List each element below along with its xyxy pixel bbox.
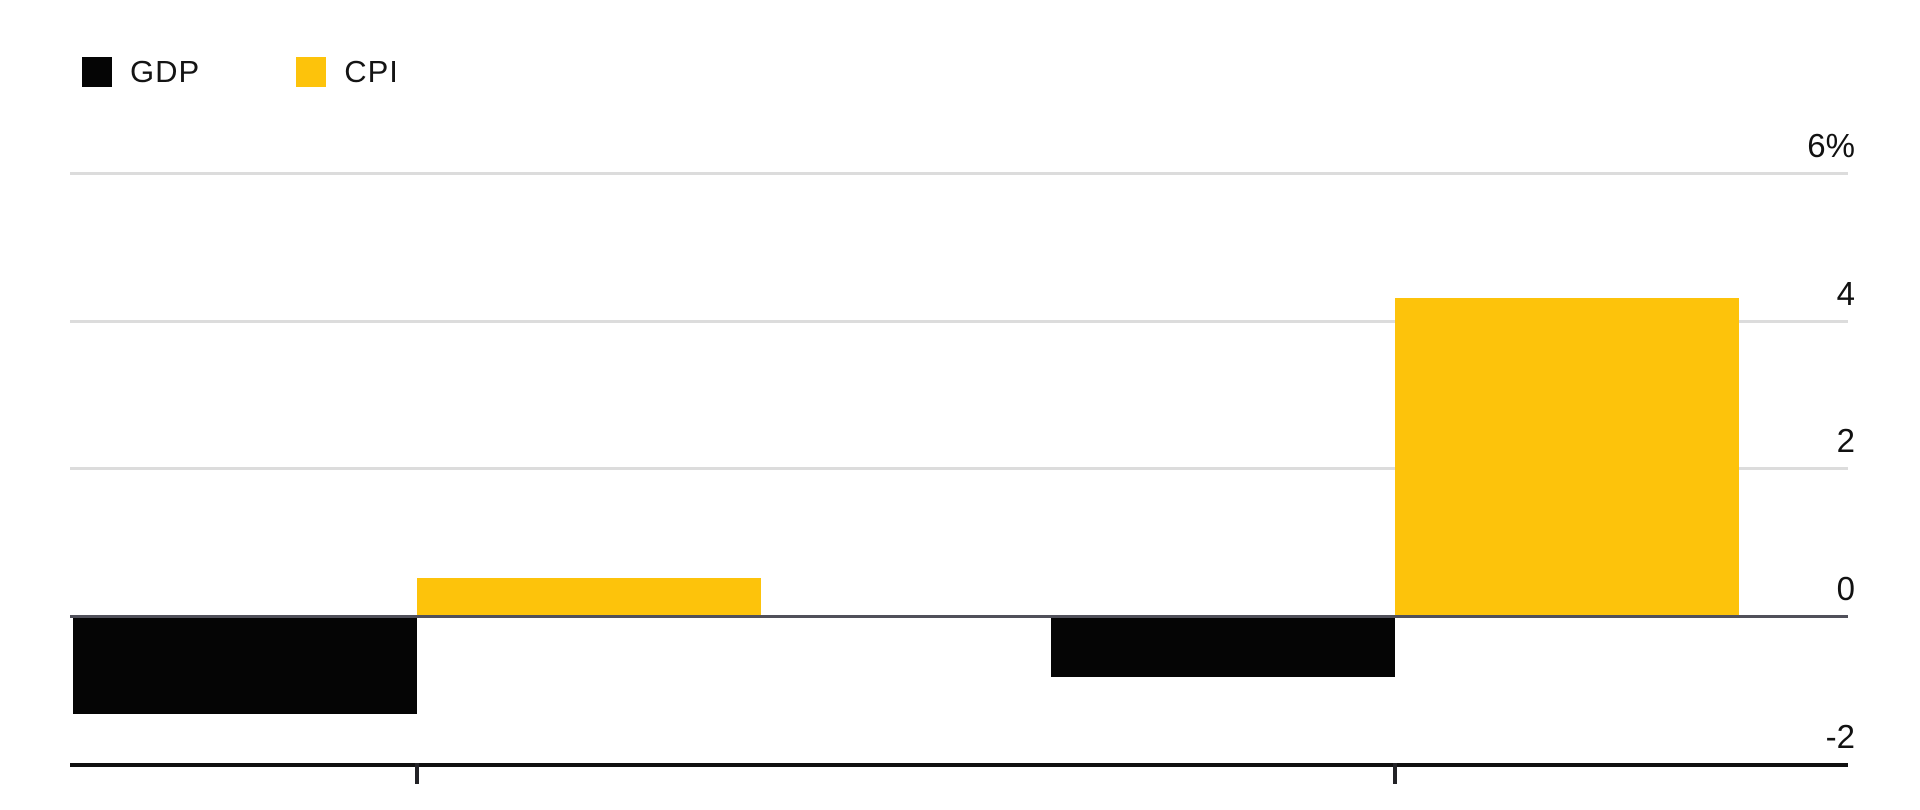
x-axis-tick (415, 763, 419, 784)
y-axis-tick-label: 2 (1836, 422, 1855, 459)
gdp-legend-label: GDP (130, 54, 201, 89)
cpi-legend-label: CPI (344, 54, 399, 89)
legend: GDP CPI (82, 54, 399, 89)
bar-gdp-group1 (73, 618, 417, 714)
y-axis-tick-label: 4 (1836, 275, 1855, 312)
x-axis-tick (1393, 763, 1397, 784)
bar-cpi-group1 (417, 578, 761, 615)
gridline (70, 320, 1848, 323)
bar-gdp-group2 (1051, 618, 1395, 677)
legend-item-gdp: GDP (82, 54, 201, 89)
x-axis-line (70, 763, 1848, 767)
gdp-legend-swatch-icon (82, 57, 112, 87)
bar-cpi-group2 (1395, 298, 1739, 615)
gridline (70, 172, 1848, 175)
zero-baseline (70, 615, 1848, 618)
legend-item-cpi: CPI (296, 54, 399, 89)
gridline (70, 467, 1848, 470)
y-axis-tick-label: 0 (1836, 570, 1855, 607)
cpi-legend-swatch-icon (296, 57, 327, 87)
y-axis-tick-label: -2 (1825, 718, 1855, 755)
y-axis-tick-label: 6% (1807, 127, 1855, 164)
